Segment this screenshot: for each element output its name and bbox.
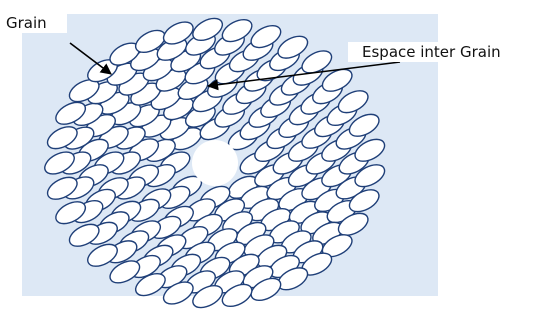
grain	[66, 220, 103, 251]
grain	[52, 197, 89, 228]
espace-inter-grain-label: Espace inter Grain	[348, 42, 519, 62]
grain-label: Grain	[2, 13, 67, 33]
central-pore	[192, 140, 238, 186]
